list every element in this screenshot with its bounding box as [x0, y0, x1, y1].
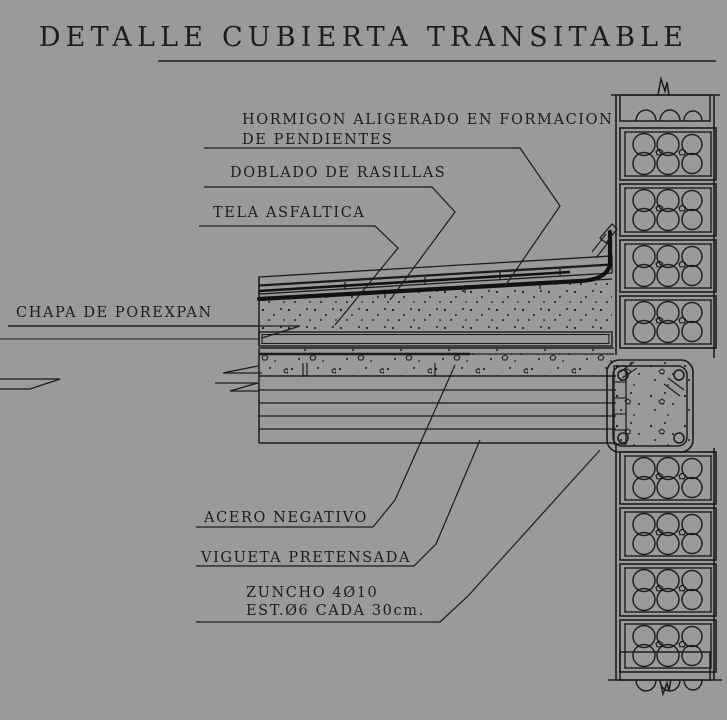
concrete-compression-layer	[259, 347, 614, 376]
page-title-block: DETALLE CUBIERTA TRANSITABLE	[0, 22, 727, 53]
hollow-block-masonry-wall	[608, 76, 722, 697]
prestressed-joist-slab	[258, 348, 616, 444]
page-title: DETALLE CUBIERTA TRANSITABLE	[38, 22, 689, 53]
zuncho-edge-beam	[606, 359, 694, 453]
porexpan-insulation-board	[258, 331, 613, 347]
slab-edge-hatch-marks	[0, 365, 262, 392]
asphalt-membrane-layer	[256, 229, 613, 302]
masonry-block-partial-bottom	[619, 651, 711, 692]
masonry-block-partial-top	[619, 94, 711, 122]
membrane-flashing	[591, 223, 618, 259]
leader-lines	[8, 147, 601, 623]
